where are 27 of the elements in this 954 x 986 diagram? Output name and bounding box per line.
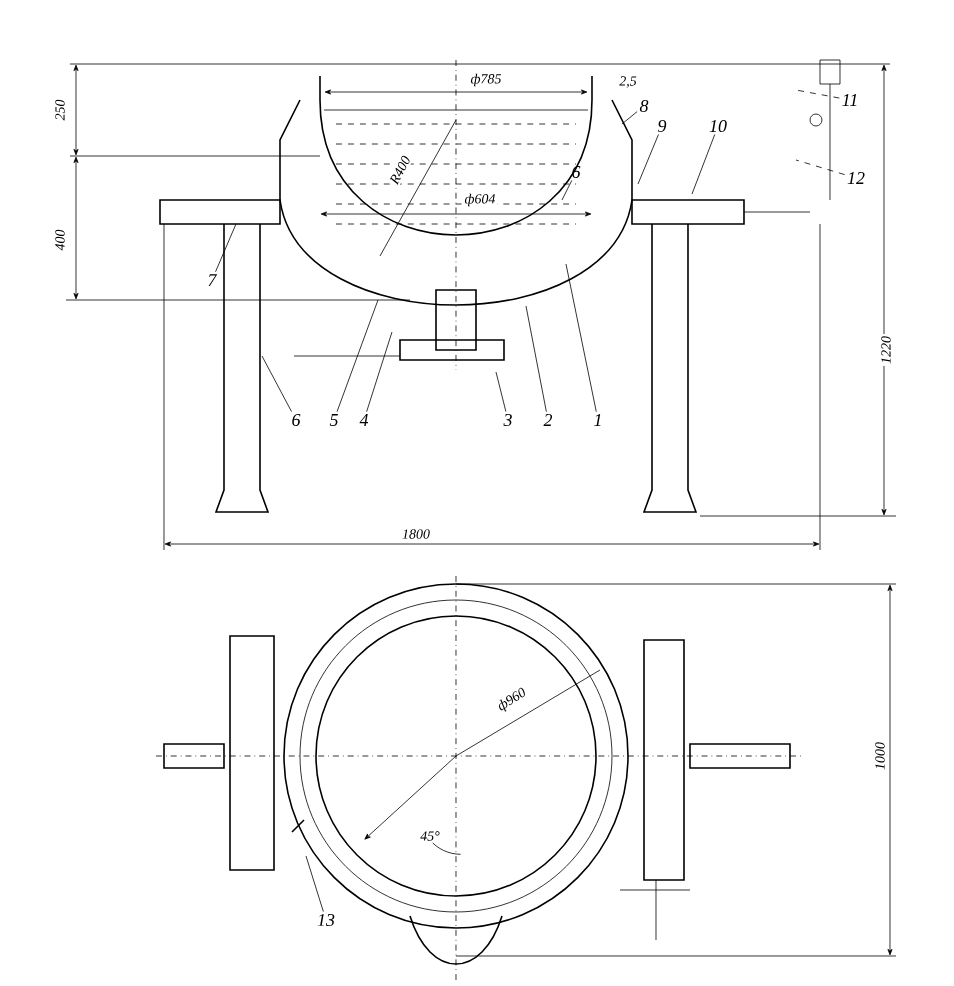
- leader-line: [336, 299, 379, 413]
- leader-line: [525, 305, 547, 413]
- callout-number: 7: [208, 274, 218, 286]
- leader-line: [215, 223, 237, 273]
- leader-line: [795, 159, 846, 175]
- callout-number: 3: [503, 414, 512, 427]
- leader-line: [261, 355, 292, 412]
- leader-line: [561, 180, 573, 201]
- leader-line: [637, 134, 659, 185]
- callout-number: 2: [543, 414, 553, 426]
- leader-line: [495, 371, 507, 412]
- leader-line: [305, 855, 324, 912]
- callout-number: 13: [317, 913, 335, 927]
- leader-line: [565, 263, 597, 413]
- leader-line: [691, 134, 716, 195]
- leader-line: [366, 331, 393, 413]
- callout-number: 12: [847, 172, 865, 184]
- callout-number: 11: [842, 94, 857, 106]
- callout-number: 10: [709, 119, 727, 133]
- callout-number: 5: [329, 414, 338, 426]
- callout-number: 1: [594, 414, 601, 426]
- callout-number: 8: [639, 99, 649, 113]
- callout-number: 6: [292, 414, 301, 427]
- callout-number: 4: [359, 414, 369, 426]
- leader-line: [621, 111, 638, 125]
- leader-line: [795, 89, 840, 99]
- callout-number: 9: [658, 120, 667, 133]
